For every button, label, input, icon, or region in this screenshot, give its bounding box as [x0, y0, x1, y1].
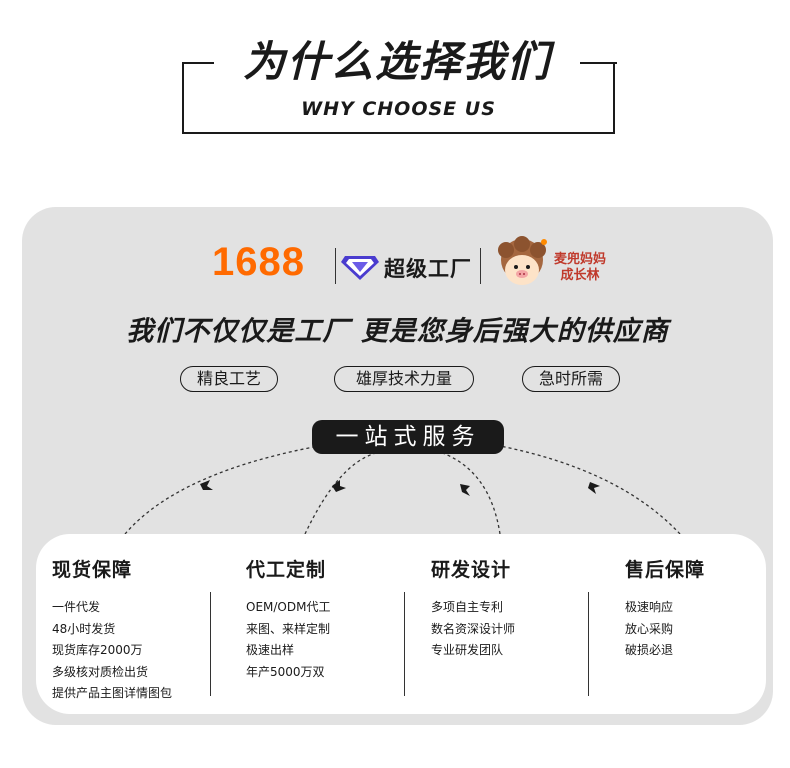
header-frame — [182, 64, 615, 134]
mascot-brand-line2: 成长林 — [560, 268, 600, 283]
column-title: 售后保障 — [625, 559, 706, 581]
services-panel — [36, 534, 766, 714]
list-item: 破损必退 — [625, 643, 674, 657]
super-factory-label: 超级工厂 — [384, 257, 472, 281]
list-item: 提供产品主图详情图包 — [52, 686, 173, 700]
column-title: 代工定制 — [246, 559, 327, 581]
page-subtitle: WHY CHOOSE US — [301, 98, 496, 120]
column-title: 研发设计 — [431, 559, 512, 581]
list-item: 现货库存2000万 — [52, 643, 143, 657]
tag-urgent: 急时所需 — [522, 366, 620, 392]
mascot-icon — [498, 236, 547, 285]
column-rd-design: 研发设计 多项自主专利 数名资深设计师 专业研发团队 — [431, 555, 515, 662]
list-item: 48小时发货 — [52, 621, 116, 636]
mascot-brand-line1: 麦兜妈妈 — [554, 252, 607, 267]
page-title: 为什么选择我们 — [214, 34, 580, 90]
list-item: 年产5000万双 — [246, 664, 325, 679]
logo-separator — [335, 248, 336, 284]
column-divider — [404, 592, 405, 696]
header-frame-top-left — [182, 62, 220, 64]
mascot-brand-text: 麦兜妈妈 成长林 — [554, 252, 606, 284]
logo-row: 1688 超级工厂 麦兜妈妈 成长林 — [212, 236, 612, 294]
diamond-icon — [341, 256, 379, 280]
list-item: 放心采购 — [625, 621, 674, 636]
list-item: 来图、来样定制 — [246, 621, 331, 636]
list-item: 极速出样 — [246, 643, 295, 657]
list-item: 专业研发团队 — [431, 643, 504, 657]
logo-1688: 1688 — [212, 240, 305, 284]
column-stock-guarantee: 现货保障 一件代发 48小时发货 现货库存2000万 多级核对质检出货 提供产品… — [52, 555, 172, 705]
tag-craft: 精良工艺 — [180, 366, 278, 392]
list-item: 一件代发 — [52, 600, 101, 614]
list-item: 数名资深设计师 — [431, 621, 516, 636]
tag-tech: 雄厚技术力量 — [334, 366, 474, 392]
column-title: 现货保障 — [52, 559, 133, 581]
list-item: 多级核对质检出货 — [52, 664, 149, 679]
column-oem-custom: 代工定制 OEM/ODM代工 来图、来样定制 极速出样 年产5000万双 — [246, 555, 330, 683]
list-item: 多项自主专利 — [431, 600, 504, 614]
header-frame-top-right — [578, 62, 617, 64]
list-item: OEM/ODM代工 — [246, 600, 331, 614]
logo-separator — [480, 248, 481, 284]
slogan: 我们不仅仅是工厂 更是您身后强大的供应商 — [126, 316, 669, 347]
column-after-sales: 售后保障 极速响应 放心采购 破损必退 — [625, 555, 705, 662]
one-stop-service-badge: 一站式服务 — [312, 420, 504, 454]
column-divider — [210, 592, 211, 696]
list-item: 极速响应 — [625, 600, 674, 614]
column-divider — [588, 592, 589, 696]
